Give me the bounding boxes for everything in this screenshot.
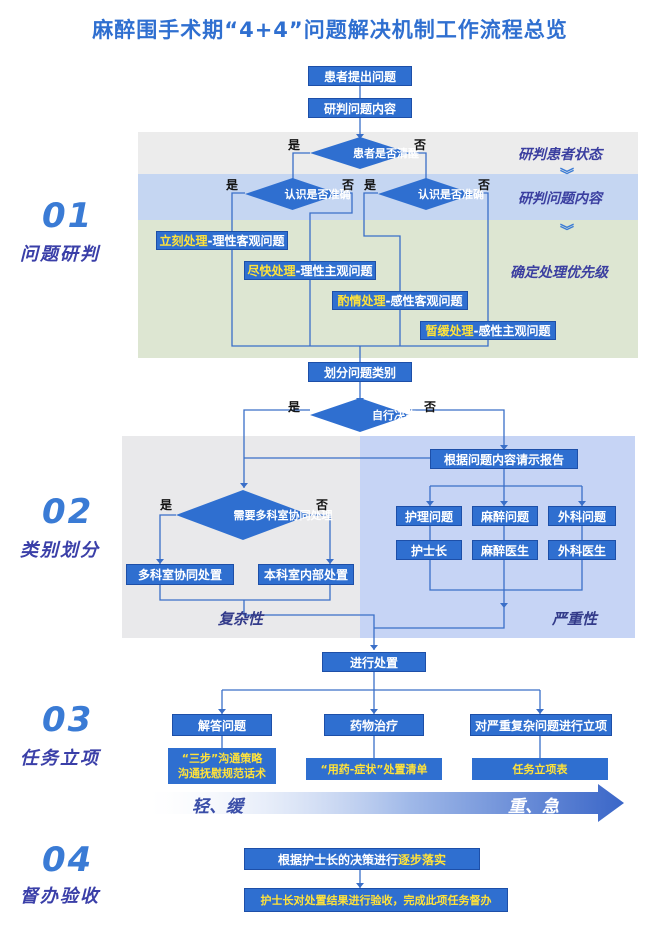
judge-box: 研判问题内容 [308, 98, 412, 118]
surgeon-box: 外科医生 [548, 540, 616, 560]
section-04-number: 04 [42, 840, 94, 880]
no-label: 否 [342, 178, 355, 192]
yes-label: 是 [364, 178, 377, 192]
light-label: 轻、缓 [192, 797, 243, 817]
band-label-patient-state: 研判患者状态 [518, 147, 602, 163]
internal-dept-box: 本科室内部处置 [258, 564, 354, 585]
priority-soon-type: -理性主观问题 [295, 264, 373, 278]
no-label: 否 [316, 498, 329, 512]
head-nurse-box: 护士长 [396, 540, 462, 560]
self-decide-diamond: 自行决策 [310, 398, 416, 432]
implement-highlight: 逐步落实 [398, 852, 447, 867]
priority-discretion: 酌情处理-感性客观问题 [332, 291, 468, 310]
recognition-right-label: 认识是否准确 [418, 187, 484, 201]
priority-soon-level: 尽快处理 [247, 264, 296, 278]
chevron-down-icon: ︾ [560, 224, 574, 240]
drug-checklist-text: “用药-症状”处置清单 [320, 762, 428, 776]
priority-defer: 暂缓处理-感性主观问题 [420, 321, 556, 340]
section-02-number: 02 [42, 492, 94, 532]
awake-diamond-label: 患者是否清醒 [353, 146, 419, 160]
complex-label: 复杂性 [218, 610, 264, 628]
multi-dept-label: 需要多科室协同处理 [233, 508, 333, 522]
priority-immediate: 立刻处理-理性客观问题 [156, 231, 288, 250]
multi-dept-diamond: 需要多科室协同处理 [176, 490, 333, 540]
drug-box: 药物治疗 [324, 714, 424, 736]
no-label: 否 [424, 400, 437, 414]
recognition-right-diamond: 认识是否准确 [378, 178, 484, 210]
answer-strategy-line1: “三步”沟通策略 [181, 752, 263, 765]
start-box: 患者提出问题 [308, 66, 412, 86]
awake-diamond: 患者是否清醒 [310, 137, 419, 169]
yes-label: 是 [288, 138, 301, 152]
anesthesia-issue-box: 麻醉问题 [472, 506, 538, 526]
surgery-issue-box: 外科问题 [548, 506, 616, 526]
band-label-problem-content: 研判问题内容 [518, 191, 602, 207]
report-box: 根据问题内容请示报告 [430, 449, 578, 469]
nursing-issue-box: 护理问题 [396, 506, 462, 526]
project-form-text: 任务立项表 [512, 762, 568, 776]
priority-immediate-type: -理性客观问题 [207, 234, 285, 248]
heavy-label: 重、急 [508, 797, 559, 817]
classify-box: 划分问题类别 [308, 362, 412, 382]
priority-discretion-type: -感性客观问题 [385, 294, 463, 308]
section-04-title: 督办验收 [20, 886, 100, 907]
chevron-down-icon: ︾ [560, 168, 574, 184]
implement-text: 根据护士长的决策进行 [277, 852, 398, 867]
accept-box: 护士长对处置结果进行验收，完成此项任务督办 [244, 888, 508, 912]
priority-immediate-level: 立刻处理 [159, 234, 208, 248]
yes-label: 是 [160, 498, 173, 512]
answer-strategy: “三步”沟通策略 沟通抚慰规范话术 [168, 748, 276, 784]
drug-checklist: “用药-症状”处置清单 [306, 758, 442, 780]
section-03-title: 任务立项 [20, 748, 100, 769]
answer-strategy-line2: 沟通抚慰规范话术 [178, 767, 266, 780]
severe-area [360, 436, 635, 638]
answer-box: 解答问题 [172, 714, 272, 736]
no-label: 否 [414, 138, 427, 152]
band-label-priority: 确定处理优先级 [510, 265, 608, 281]
implement-box: 根据护士长的决策进行逐步落实 [244, 848, 480, 870]
severity-arrow [150, 784, 624, 822]
priority-defer-type: -感性主观问题 [473, 324, 551, 338]
priority-soon: 尽快处理-理性主观问题 [244, 261, 376, 280]
project-form: 任务立项表 [472, 758, 608, 780]
multi-dept-box: 多科室协同处置 [126, 564, 234, 585]
section-01-number: 01 [42, 196, 94, 236]
recognition-left-diamond: 认识是否准确 [245, 178, 351, 210]
project-box: 对严重复杂问题进行立项 [470, 714, 612, 736]
section-03-number: 03 [42, 700, 94, 740]
page-title: 麻醉围手术期“4+4”问题解决机制工作流程总览 [92, 18, 568, 42]
yes-label: 是 [226, 178, 239, 192]
self-decide-label: 自行决策 [372, 408, 416, 422]
priority-discretion-level: 酌情处理 [337, 294, 386, 308]
no-label: 否 [478, 178, 491, 192]
severe-label: 严重性 [552, 610, 598, 628]
process-box: 进行处置 [322, 652, 426, 672]
section-02-title: 类别划分 [20, 540, 100, 561]
recognition-left-label: 认识是否准确 [284, 187, 351, 201]
section-01-title: 问题研判 [20, 244, 100, 265]
anesthesiologist-box: 麻醉医生 [472, 540, 538, 560]
priority-defer-level: 暂缓处理 [425, 324, 474, 338]
yes-label: 是 [288, 400, 301, 414]
